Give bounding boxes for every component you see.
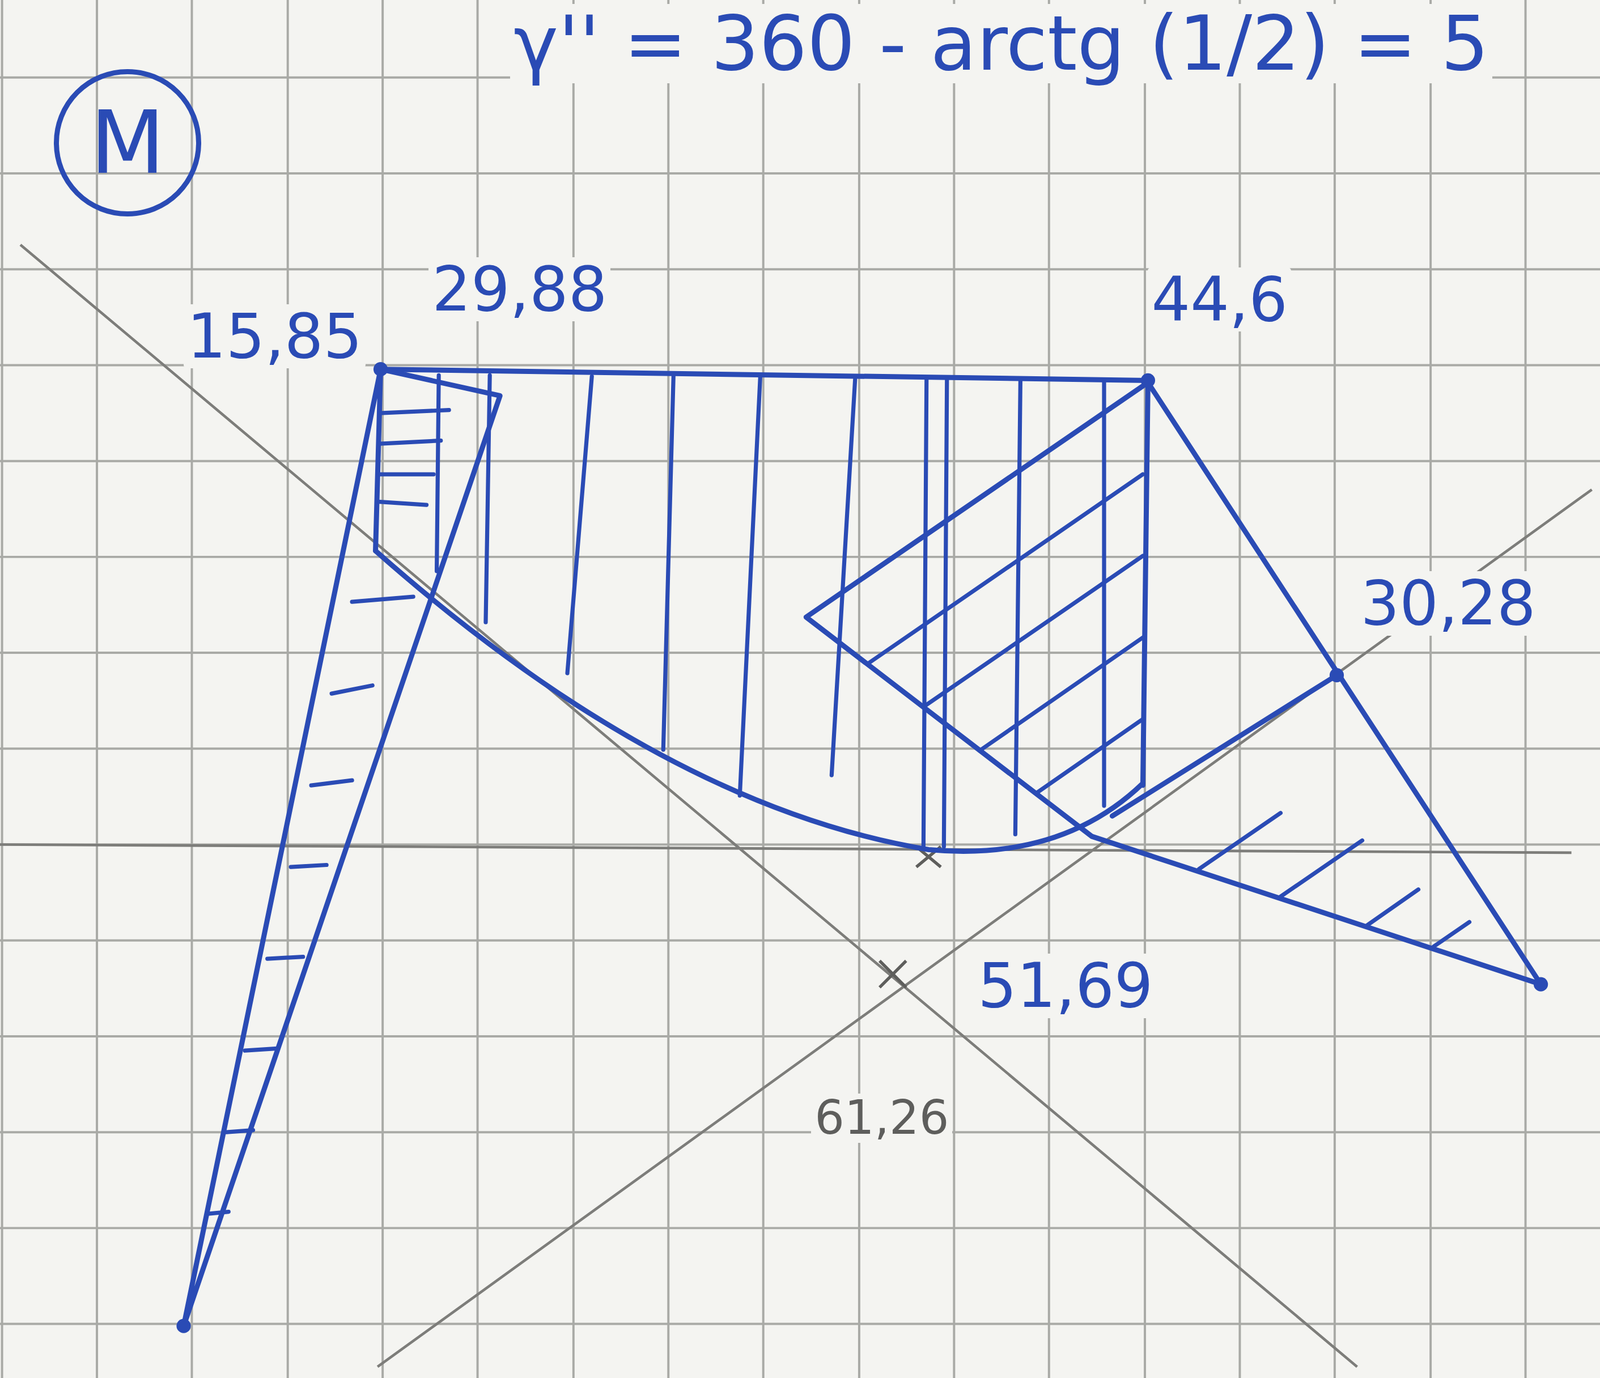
pencil-cross-mark (879, 846, 941, 988)
moment-value: 44,6 (1147, 267, 1292, 332)
corner-dot (176, 1319, 191, 1334)
beam-baseline (380, 369, 1149, 381)
pencil-value: 61,26 (811, 1093, 953, 1144)
circled-label: M (53, 69, 201, 216)
node-text: M (90, 99, 165, 187)
parabola-moment-curve (375, 550, 1144, 852)
corner-dot (373, 362, 388, 377)
column-hatching (208, 410, 449, 1215)
beam-vertical-hatching (436, 375, 1105, 847)
formula-text: γ'' = 360 - arctg (1/2) = 5 (510, 3, 1493, 84)
moment-value: 29,88 (428, 257, 611, 322)
right-triangle-outline (805, 382, 1541, 985)
moment-value: 51,69 (974, 953, 1157, 1018)
corner-dot (1329, 668, 1344, 683)
column-moment-outline (183, 369, 500, 1327)
right-triangle-hatching (867, 474, 1470, 947)
moment-value: 15,85 (183, 304, 366, 369)
moment-value: 30,28 (1357, 571, 1540, 636)
pencil-construction-lines (0, 244, 1593, 1368)
corner-dot (1533, 977, 1548, 992)
inclined-beam-line (1112, 675, 1337, 817)
corner-dot (1140, 373, 1156, 388)
right-vertical (1142, 380, 1148, 786)
